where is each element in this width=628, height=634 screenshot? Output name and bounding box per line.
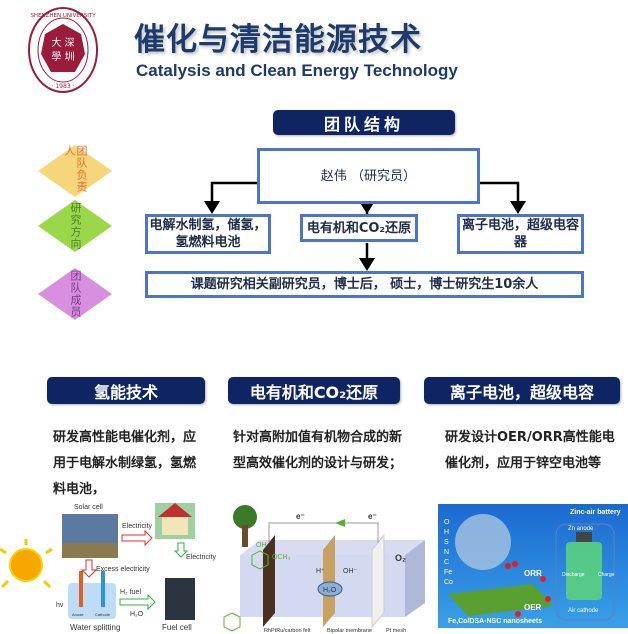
role-label: 团队负责人	[63, 145, 88, 193]
figure-label: Excess electricity	[96, 566, 150, 573]
figure-label: Charge	[598, 572, 615, 578]
svg-text:大 深: 大 深	[51, 36, 74, 49]
role-members: 团队成员	[38, 268, 112, 320]
figure-label: Solar cell	[74, 504, 103, 511]
figure-label: Electricity	[122, 523, 152, 530]
section-header-hydrogen: 氢能技术	[47, 377, 205, 404]
figure-label: OCH₃	[272, 554, 291, 561]
electro-organic-figure: e⁻ e⁻ OH OCH₃ H⁺ OH⁻ H₂O O₂ RhPtRu/carbo…	[223, 505, 425, 634]
figure-label: e⁻	[296, 512, 305, 521]
direction-box: 电有机和CO₂还原	[300, 214, 418, 242]
figure-label: OER	[524, 603, 542, 612]
legend-label: C	[444, 559, 449, 566]
legend-label: S	[444, 539, 449, 546]
section-header-electro-organic: 电有机和CO₂还原	[228, 377, 400, 404]
figure-label: Discharge	[562, 572, 585, 578]
figure-label: Fe,Co/DSA-NSC nanosheets	[448, 618, 542, 625]
svg-text:學 圳: 學 圳	[51, 50, 74, 63]
legend-label: N	[444, 549, 449, 556]
team-structure-header: 团队结构	[273, 110, 455, 135]
figure-label: hν	[56, 602, 64, 609]
figure-label: Anode	[72, 612, 84, 617]
figure-label: H₂ fuel	[120, 589, 141, 596]
figure-label: Zinc-air battery	[570, 509, 621, 516]
legend-label: Fe	[444, 569, 452, 576]
direction-box: 电解水制氢，储氢，氢燃料电池	[145, 214, 271, 254]
figure-label: OH	[256, 542, 267, 549]
figure-label: Water splitting	[70, 623, 120, 632]
figure-label: Pt mesh	[386, 628, 406, 634]
connector-arrows	[204, 181, 526, 271]
hydrogen-energy-figure: Solar cell Electricity Excess electricit…	[0, 503, 216, 632]
leader-box: 赵伟 （研究员）	[257, 148, 480, 204]
figure-label: O₂	[395, 553, 406, 563]
figure-label: RhPtRu/carbon felt	[264, 628, 311, 634]
svg-text:SHENZHEN UNIVERSITY: SHENZHEN UNIVERSITY	[30, 13, 96, 19]
figure-label: OH⁻	[343, 568, 358, 575]
svg-text:· 1983 ·: · 1983 ·	[52, 83, 75, 90]
section-description: 研发设计OER/ORR高性能电催化剂，应用于锌空电池等	[445, 430, 615, 471]
figure-label: Electricity	[186, 554, 216, 561]
figure-label: e⁻	[368, 512, 377, 521]
role-research-direction: 研究方向	[38, 200, 112, 252]
direction-box: 离子电池，超级电容器	[457, 214, 584, 254]
legend-label: Co	[444, 579, 453, 586]
figure-label: Cathode	[95, 612, 111, 617]
figure-label: Zn anode	[568, 526, 594, 532]
figure-label: H₂O	[323, 587, 337, 594]
legend-label: H	[444, 529, 449, 536]
legend-label: O	[444, 519, 450, 526]
section-header-battery: 离子电池，超级电容	[424, 377, 620, 404]
figure-label: H₂O	[130, 611, 144, 618]
university-logo: 大 深 學 圳 · 1983 · SHENZHEN UNIVERSITY	[27, 6, 99, 94]
role-label: 团队成员	[69, 270, 82, 318]
members-box: 课题研究相关副研究员，博士后， 硕士，博士研究生10余人	[145, 271, 584, 298]
zinc-air-battery-figure: Zinc-air battery Zn anode Air cathode OR…	[438, 504, 628, 628]
figure-label: ORR	[524, 569, 542, 578]
section-description: 针对高附加值有机物合成的新型高效催化剂的设计与研发；	[233, 430, 403, 471]
section-description: 研发高性能电催化剂，应用于电解水制绿氢，氢燃料电池，	[53, 430, 197, 497]
figure-label: H⁺	[316, 568, 325, 575]
page-title: 催化与清洁能源技术	[134, 22, 422, 58]
figure-label: Air cathode	[568, 608, 599, 614]
role-label: 研究方向	[69, 202, 82, 250]
page-subtitle: Catalysis and Clean Energy Technology	[136, 61, 458, 80]
figure-label: Bipolar membrane	[327, 628, 372, 634]
figure-label: Fuel cell	[162, 623, 192, 632]
role-leader: 团队负责人	[38, 145, 112, 197]
